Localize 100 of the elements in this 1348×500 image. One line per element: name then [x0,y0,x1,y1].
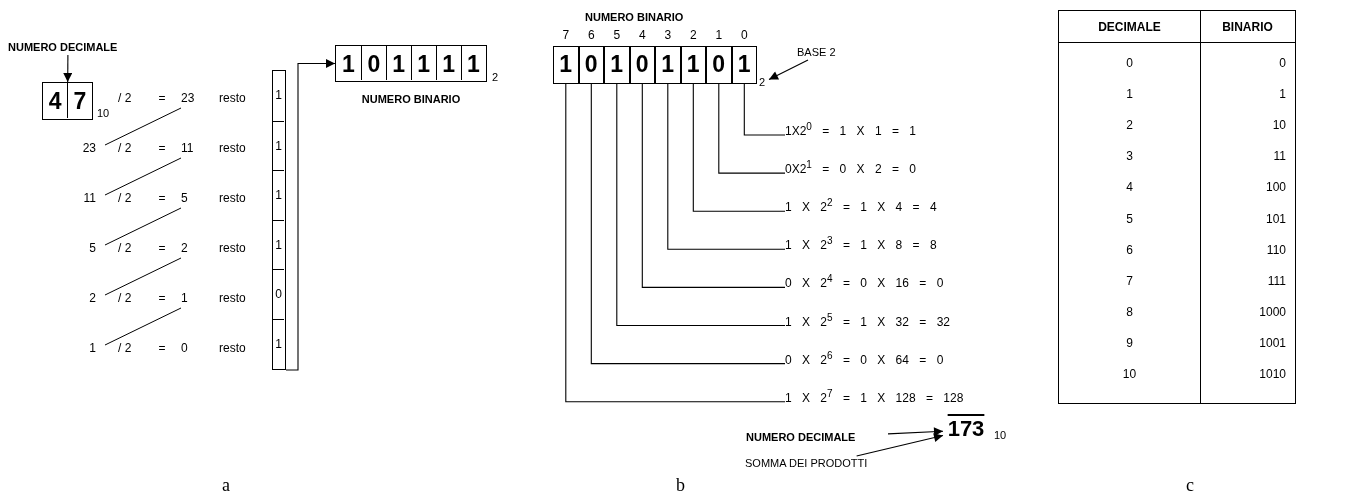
division-text: / 2 [118,91,133,105]
table-cell-text: 9 [1125,335,1134,350]
table-cell-text: 4 [1125,180,1134,195]
quotient-number: 23 [81,141,96,155]
table-cell-text: 1 [1278,87,1286,102]
bit-cell: 0 [706,46,732,84]
table-cell-text: 3 [1125,149,1134,164]
table-cell-text: 1 [1125,87,1134,102]
remainder-digit: 1 [273,219,285,270]
bit-cell: 1 [680,46,706,84]
quotient-number: 0 [181,341,189,355]
decimal-number-box [42,82,93,120]
equals-sign: = [157,341,167,355]
division-text: / 2 [118,291,133,305]
equals-sign: = [157,91,167,105]
digit-cell: 0 [360,46,386,81]
division-text: / 2 [118,191,133,205]
remainder-digit: 1 [273,170,285,220]
table-cell-text: 2 [1125,118,1134,133]
table-cell-text: 0 [1278,56,1286,70]
quotient-number: 5 [88,241,96,255]
header-cell-text: DECIMALE [1097,20,1162,34]
product-expression: 1 X 2$^{2}$ = 1 X 4 = 4 [785,194,985,213]
bit-cell: 1 [604,46,630,84]
remainder-column [272,70,286,370]
base-subscript: 2 [490,70,500,84]
base-subscript: 2 [759,75,769,89]
remainder-digit: 1 [273,318,285,369]
register-heading: NUMERO BINARIO [585,10,684,24]
table-cell-text: 101 [1264,211,1286,226]
product-expression: 1 X 2$^{5}$ = 1 X 32 = 32 [785,308,985,327]
bit-position: 6 [586,28,596,42]
annotation-text: BASE 2 [797,45,849,60]
arrow [856,433,944,457]
equals-sign: = [157,241,167,255]
quotient-number: 23 [181,91,196,105]
arrow [768,59,809,81]
bit-position: 5 [612,28,622,42]
table-cell-text: 10 [1271,118,1286,133]
equals-sign: = [157,191,167,205]
product-expression: 0 X 2$^{6}$ = 0 X 64 = 0 [785,346,985,365]
equals-sign: = [157,141,167,155]
bit-cell: 1 [553,46,579,84]
remainder-word: resto [219,91,247,105]
product-expression: 1 X 2$^{3}$ = 1 X 8 = 8 [785,232,985,251]
table-cell-text: 1001 [1258,335,1286,350]
remainder-digit: 0 [273,269,285,319]
table-cell-text: 11 [1272,149,1286,164]
digit-cell: 1 [385,46,411,81]
quotient-number: 1 [88,341,96,355]
bit-position: 0 [739,28,749,42]
remainder-digit: 1 [273,120,285,171]
bit-position: 4 [637,28,647,42]
bit-position: 2 [688,28,698,42]
panel-letter: c [1186,476,1194,494]
bit-cell: 1 [655,46,681,84]
table-cell-text: 1000 [1258,304,1286,319]
digit-cell: 7 [67,83,92,119]
table-cell-text: 7 [1125,273,1134,288]
base-subscript: 10 [992,428,1008,442]
product-expression: 0X2$^{1}$ = 0 X 2 = 0 [785,156,985,175]
quotient-number: 5 [181,191,189,205]
equals-sign: = [157,291,167,305]
connector-line [743,83,786,136]
digit-cell: 1 [410,46,436,81]
connector-line [718,83,786,174]
remainder-word: resto [219,191,247,205]
remainder-word: resto [219,241,247,255]
arrow [63,54,73,83]
bit-cell: 0 [629,46,655,84]
digit-cell-text: 4 [47,87,63,116]
annotation-text: SOMMA DEI PRODOTTI [745,456,905,471]
product-expression: 1X2$^{0}$ = 1 X 1 = 1 [785,118,985,136]
digit-cell-text: 1 [341,50,356,79]
bit-cell: 0 [578,46,604,84]
bit-position: 7 [561,28,571,42]
panel-letter: a [222,476,230,494]
digit-cell: 1 [460,46,486,81]
connector-line [692,83,786,212]
bit-position: 3 [663,28,673,42]
caption-text: NUMERO DECIMALE [8,40,128,55]
quotient-number: 11 [82,191,96,205]
division-text: / 2 [118,341,133,355]
digit-cell: 1 [435,46,461,81]
bit-position: 1 [714,28,724,42]
remainder-digit: 1 [274,87,284,104]
header-cell-text: BINARIO [1221,20,1274,34]
result-number: 173 [943,416,989,444]
table-cell-text: 111 [1266,273,1286,288]
caption-text: NUMERO DECIMALE [746,430,888,445]
base-subscript: 10 [95,106,111,120]
remainder-word: resto [219,141,247,155]
table-cell-text: 0 [1125,56,1134,70]
table-cell-text: 110 [1265,242,1286,257]
connector-line [667,83,786,250]
table-cell-text: 1010 [1258,367,1286,381]
binary-number-box [335,45,487,82]
quotient-number: 11 [181,141,195,155]
product-expression: 1 X 2$^{7}$ = 1 X 128 = 128 [785,384,985,403]
connector-line [590,83,786,365]
